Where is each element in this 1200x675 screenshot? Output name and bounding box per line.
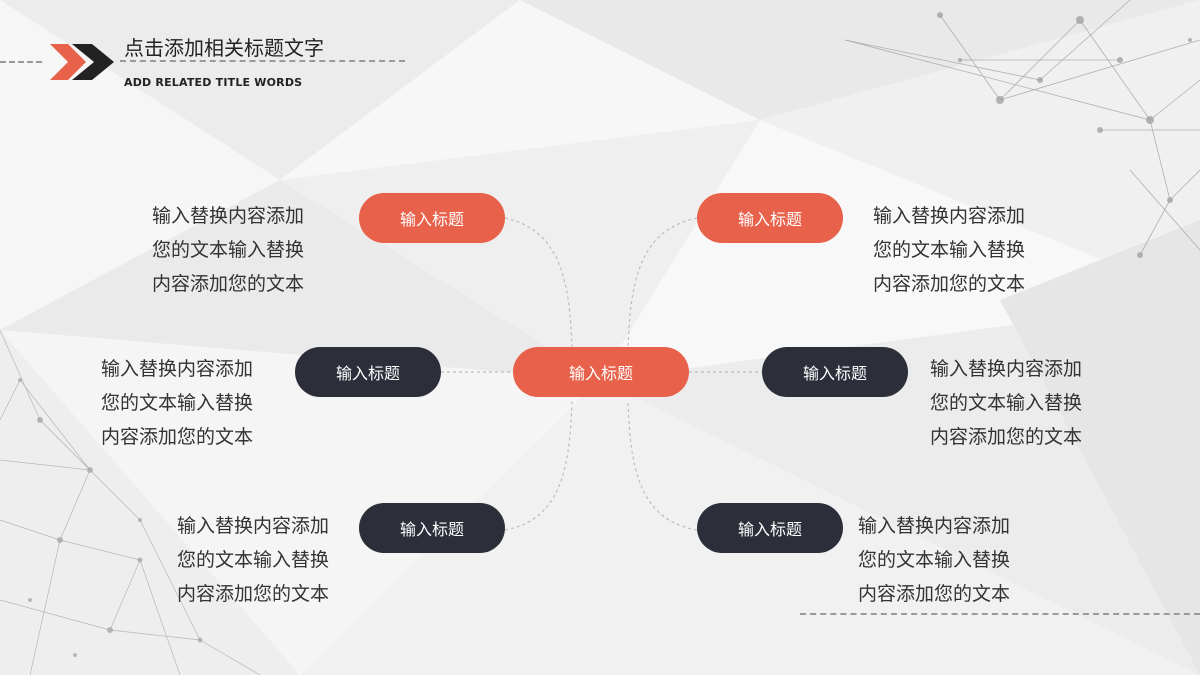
text-line: 输入替换内容添加 (873, 205, 1026, 227)
text-line: 您的文本输入替换 (152, 239, 305, 261)
page-subtitle: ADD RELATED TITLE WORDS (124, 76, 303, 89)
node-middle-right-label: 输入标题 (802, 364, 867, 383)
page-title: 点击添加相关标题文字 (124, 36, 324, 60)
footer-divider (800, 613, 1200, 615)
node-top-right[interactable]: 输入标题 (697, 193, 843, 243)
node-bottom-right-text: 输入替换内容添加 您的文本输入替换 内容添加您的文本 (858, 509, 1028, 611)
node-bottom-right-label: 输入标题 (737, 520, 802, 539)
text-line: 内容添加您的文本 (858, 583, 1011, 605)
node-middle-right-text: 输入替换内容添加 您的文本输入替换 内容添加您的文本 (930, 352, 1100, 454)
node-middle-left[interactable]: 输入标题 (295, 347, 441, 397)
text-line: 您的文本输入替换 (930, 392, 1083, 414)
text-line: 输入替换内容添加 (930, 358, 1083, 380)
text-line: 内容添加您的文本 (930, 426, 1083, 448)
text-line: 输入替换内容添加 (101, 358, 254, 380)
node-top-left-text: 输入替换内容添加 您的文本输入替换 内容添加您的文本 (152, 199, 322, 301)
text-line: 您的文本输入替换 (873, 239, 1026, 261)
node-middle-right[interactable]: 输入标题 (762, 347, 908, 397)
text-line: 内容添加您的文本 (177, 583, 330, 605)
node-bottom-left-text: 输入替换内容添加 您的文本输入替换 内容添加您的文本 (177, 509, 347, 611)
node-bottom-right[interactable]: 输入标题 (697, 503, 843, 553)
text-line: 您的文本输入替换 (177, 549, 330, 571)
center-node[interactable]: 输入标题 (513, 347, 689, 397)
center-node-label: 输入标题 (568, 364, 633, 383)
header-divider-right (120, 60, 405, 62)
text-line: 输入替换内容添加 (858, 515, 1011, 537)
chevron-logo-icon (50, 44, 114, 80)
node-bottom-left[interactable]: 输入标题 (359, 503, 505, 553)
text-line: 内容添加您的文本 (152, 273, 305, 295)
text-line: 输入替换内容添加 (152, 205, 305, 227)
text-line: 内容添加您的文本 (101, 426, 254, 448)
node-bottom-left-label: 输入标题 (399, 520, 464, 539)
node-top-left-label: 输入标题 (399, 210, 464, 229)
node-top-left[interactable]: 输入标题 (359, 193, 505, 243)
text-line: 您的文本输入替换 (101, 392, 254, 414)
node-middle-left-label: 输入标题 (335, 364, 400, 383)
text-line: 内容添加您的文本 (873, 273, 1026, 295)
text-line: 输入替换内容添加 (177, 515, 330, 537)
node-top-right-text: 输入替换内容添加 您的文本输入替换 内容添加您的文本 (873, 199, 1043, 301)
text-line: 您的文本输入替换 (858, 549, 1011, 571)
header-divider-left (0, 61, 42, 63)
node-middle-left-text: 输入替换内容添加 您的文本输入替换 内容添加您的文本 (101, 352, 271, 454)
node-top-right-label: 输入标题 (737, 210, 802, 229)
